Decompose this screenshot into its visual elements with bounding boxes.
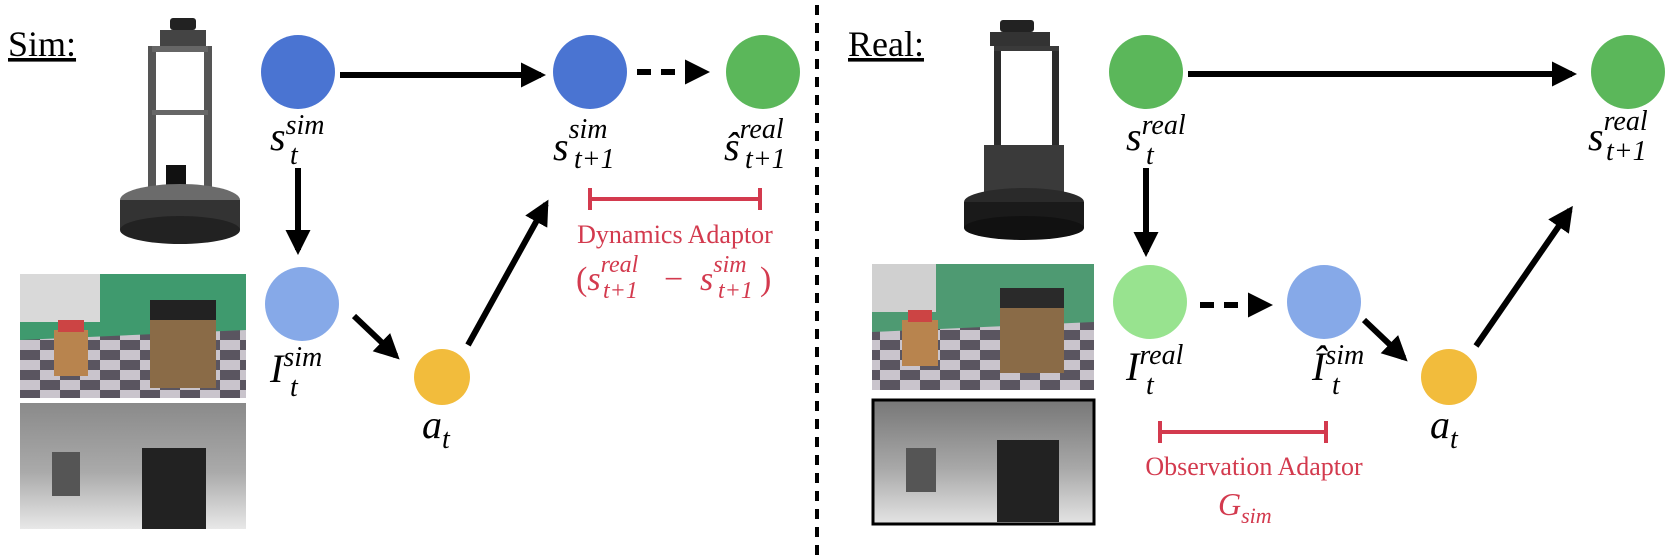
sim-observation-t-node bbox=[265, 267, 339, 341]
observation-adaptor-symbol: Gsim bbox=[1218, 486, 1272, 528]
sim-depth-image bbox=[20, 403, 246, 529]
real-panel-label: Real: bbox=[848, 24, 924, 64]
real-at-to-st1-arrow bbox=[1473, 205, 1573, 348]
sim-state-t-node bbox=[261, 35, 335, 109]
sim-It-to-at-arrow bbox=[351, 313, 400, 360]
real-adapted-observation-t-node bbox=[1287, 265, 1361, 339]
dynamics-adaptor-bracket bbox=[588, 188, 762, 210]
real-robot-image bbox=[964, 20, 1084, 240]
sim-robot-image bbox=[120, 18, 240, 244]
real-observation-t-node bbox=[1113, 265, 1187, 339]
sim-action-t-label: at bbox=[422, 402, 451, 455]
sim-predicted-real-state-t1-node bbox=[726, 35, 800, 109]
sim-at-to-st1-arrow bbox=[465, 199, 549, 347]
real-action-t-node bbox=[1421, 349, 1477, 405]
sim-rgb-image bbox=[20, 274, 246, 398]
dynamics-adaptor-title: Dynamics Adaptor bbox=[577, 220, 773, 249]
real-action-t-label: at bbox=[1430, 402, 1459, 455]
sim-action-t-node bbox=[414, 349, 470, 405]
real-Ihat-to-at-arrow bbox=[1361, 317, 1408, 362]
observation-adaptor-title: Observation Adaptor bbox=[1145, 452, 1363, 481]
real-rgb-image bbox=[872, 264, 1094, 390]
real-state-t-node bbox=[1109, 35, 1183, 109]
sim-panel-label: Sim: bbox=[8, 24, 76, 64]
real-state-t1-node bbox=[1591, 35, 1665, 109]
real-depth-image bbox=[871, 398, 1096, 526]
sim-state-t1-node bbox=[553, 35, 627, 109]
observation-adaptor-bracket bbox=[1158, 421, 1328, 443]
